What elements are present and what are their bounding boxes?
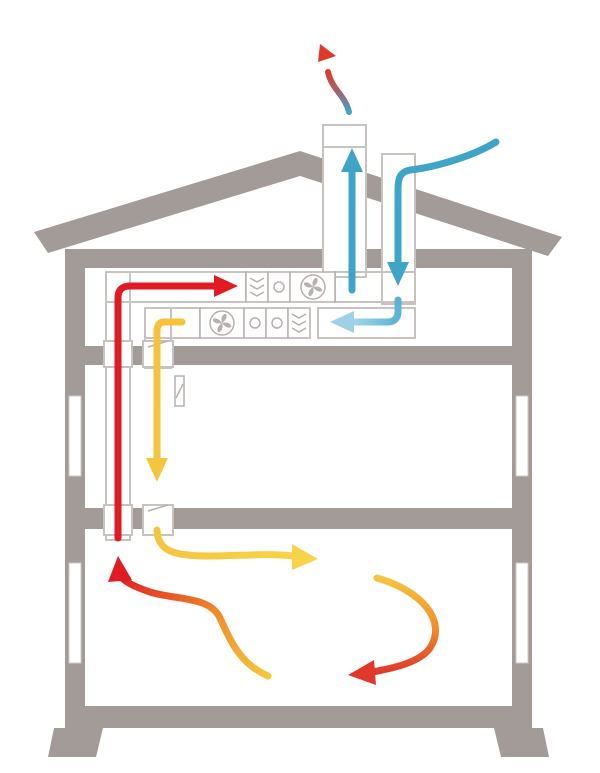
unit-filter-bottom-a bbox=[243, 307, 267, 339]
return-up-flow bbox=[114, 282, 222, 542]
filter-icon bbox=[271, 317, 283, 329]
fresh-intake-arrowhead bbox=[387, 262, 409, 286]
unit-heat-exchanger-top bbox=[245, 271, 269, 303]
window-right-lower bbox=[515, 562, 529, 664]
attic-beam bbox=[65, 249, 532, 268]
cool-inflow bbox=[346, 296, 402, 326]
exhaust-stack-cap bbox=[322, 124, 367, 148]
upper-floor-slab bbox=[65, 346, 532, 365]
house-structure bbox=[34, 124, 562, 757]
ventilation-unit bbox=[199, 271, 336, 339]
ground-slab bbox=[65, 706, 532, 728]
unit-right-duct-lower bbox=[317, 307, 416, 339]
window-left-lower bbox=[68, 562, 82, 664]
heat-exchanger-icon bbox=[291, 313, 307, 333]
unit-filter-top bbox=[267, 271, 291, 303]
fan-icon bbox=[209, 310, 235, 336]
damper-icon bbox=[175, 383, 184, 399]
middle-floor-slab bbox=[65, 508, 532, 529]
heat-exchanger-icon bbox=[249, 277, 265, 297]
room-supply-flow bbox=[153, 526, 298, 560]
filter-icon bbox=[249, 317, 261, 329]
fan-icon bbox=[300, 274, 326, 300]
fresh-intake-flow bbox=[394, 138, 500, 272]
exhaust-arrowhead bbox=[318, 44, 336, 62]
room-right-arrowhead bbox=[348, 660, 376, 685]
cool-inflow-arrowhead bbox=[330, 311, 354, 333]
right-footing bbox=[494, 728, 549, 757]
roof-left bbox=[34, 151, 300, 253]
room-right-flow bbox=[368, 574, 439, 676]
window-right-upper bbox=[515, 395, 529, 477]
damper-icon bbox=[147, 504, 169, 512]
left-footing bbox=[48, 728, 103, 757]
exhaust-flow bbox=[325, 69, 352, 115]
return-arrowhead bbox=[214, 275, 238, 297]
window-left-upper bbox=[68, 395, 82, 477]
room-left-arrowhead bbox=[108, 556, 132, 582]
supply-down-arrowhead bbox=[146, 458, 168, 482]
room-left-flow bbox=[116, 571, 272, 680]
exhaust-stack bbox=[322, 124, 367, 278]
room-supply-arrowhead bbox=[292, 544, 318, 570]
air-flows bbox=[108, 44, 500, 685]
filter-icon bbox=[273, 281, 285, 293]
supply-down-flow bbox=[153, 318, 186, 466]
unit-filter-bottom-b bbox=[265, 307, 289, 339]
stack-up-arrowhead bbox=[341, 148, 363, 172]
unit-heat-exchanger-bottom bbox=[287, 307, 311, 339]
